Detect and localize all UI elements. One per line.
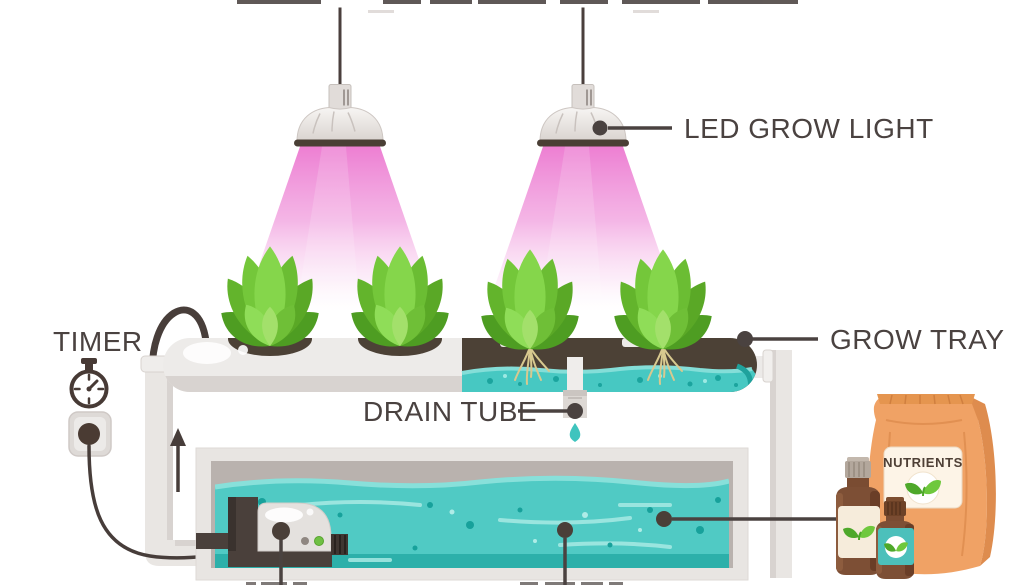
callout-dot <box>656 511 672 527</box>
bottle-label-panel <box>838 506 880 558</box>
drain-tube-callout: DRAIN TUBE <box>363 396 583 427</box>
pump-indicator-green <box>314 536 324 546</box>
sprout-icon <box>905 480 941 497</box>
return-pipe <box>748 349 792 578</box>
supply-pipe <box>140 355 207 566</box>
stopwatch-icon <box>69 358 109 409</box>
callout-dot <box>592 120 608 136</box>
cropped-bottom-label-fragments <box>246 582 623 585</box>
callout-dot <box>557 522 573 538</box>
water-callout <box>557 522 573 585</box>
drain-tube <box>563 357 587 418</box>
power-outlet <box>68 411 112 457</box>
nutrients-bag: NUTRIENTS <box>867 394 996 575</box>
plug <box>78 423 100 445</box>
pump-callout <box>272 522 290 585</box>
callout-dot <box>272 522 290 540</box>
sprout-icon <box>884 542 908 552</box>
water-pump <box>196 497 348 567</box>
nutrients-bag-label: NUTRIENTS <box>883 455 963 470</box>
tray-water <box>462 367 757 392</box>
flow-up-arrow-icon <box>170 428 186 492</box>
water-drop-icon <box>569 423 581 442</box>
nutrient-bottle-small <box>876 497 914 579</box>
callout-dot <box>567 403 583 419</box>
timer-label: TIMER <box>53 326 143 357</box>
reservoir-water <box>215 475 729 568</box>
led-grow-light-callout: LED GROW LIGHT <box>592 113 934 144</box>
led-grow-light-label: LED GROW LIGHT <box>684 113 934 144</box>
pump-indicator-gray <box>301 537 309 545</box>
power-cord <box>87 444 209 560</box>
grow-tray-label: GROW TRAY <box>830 324 1005 355</box>
nutrients-callout <box>656 511 840 527</box>
grow-tray-callout: GROW TRAY <box>737 324 1005 355</box>
cropped-title-fragment <box>237 0 798 13</box>
callout-dot <box>737 331 753 347</box>
led-grow-light-right <box>484 6 682 313</box>
sprout-icon <box>843 525 875 541</box>
drain-tube-label: DRAIN TUBE <box>363 396 537 427</box>
